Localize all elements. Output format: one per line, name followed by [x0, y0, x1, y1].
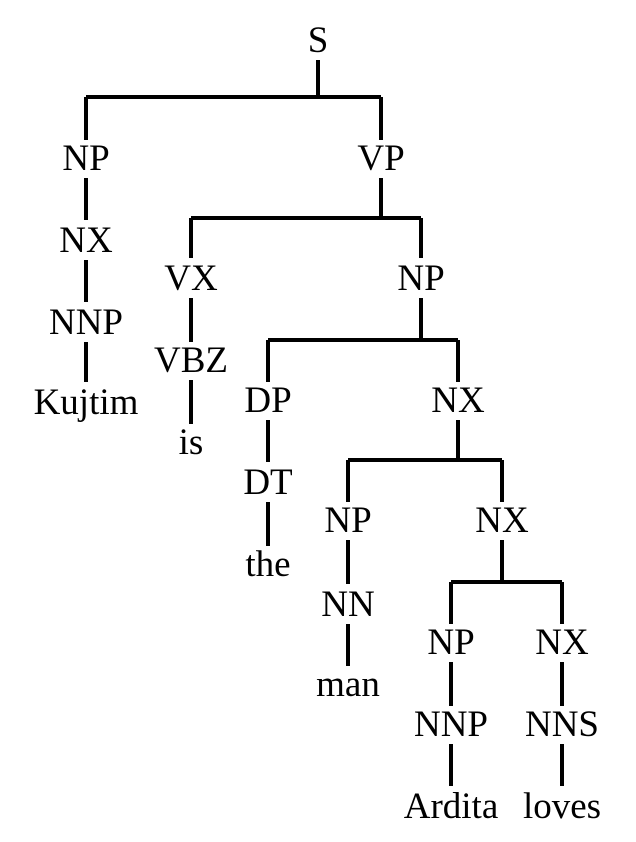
node-np-subject: NP	[62, 138, 109, 179]
node-s: S	[308, 20, 329, 61]
node-nn: NN	[321, 584, 374, 625]
node-dp: DP	[244, 380, 291, 421]
node-np-object: NP	[397, 258, 444, 299]
node-vp: VP	[357, 138, 404, 179]
node-nx-object: NX	[431, 380, 485, 421]
word-loves: loves	[523, 786, 601, 827]
word-kujtim: Kujtim	[34, 382, 139, 423]
node-nx-loves: NX	[535, 622, 589, 663]
tree-labels: S NP NX NNP Kujtim VP VX VBZ is NP DP DT…	[34, 20, 601, 827]
node-vbz: VBZ	[154, 340, 228, 381]
node-vx: VX	[164, 258, 218, 299]
node-np-ardita: NP	[427, 622, 474, 663]
node-nx-subject: NX	[59, 220, 113, 261]
node-nnp-ardita: NNP	[414, 704, 488, 745]
node-np-man: NP	[324, 500, 371, 541]
node-nns: NNS	[525, 704, 599, 745]
word-ardita: Ardita	[404, 786, 499, 827]
node-nnp-subject: NNP	[49, 302, 123, 343]
tree-edges	[84, 60, 564, 786]
node-dt: DT	[243, 462, 292, 503]
word-is: is	[179, 422, 204, 463]
word-the: the	[245, 544, 290, 585]
edge-s-children	[84, 60, 383, 140]
edge-vp-children	[189, 178, 423, 258]
edge-np2-children	[266, 298, 460, 382]
node-nx-relative: NX	[475, 500, 529, 541]
word-man: man	[316, 664, 380, 705]
edge-nx2-children	[346, 420, 504, 502]
edge-nx3-children	[449, 540, 564, 624]
